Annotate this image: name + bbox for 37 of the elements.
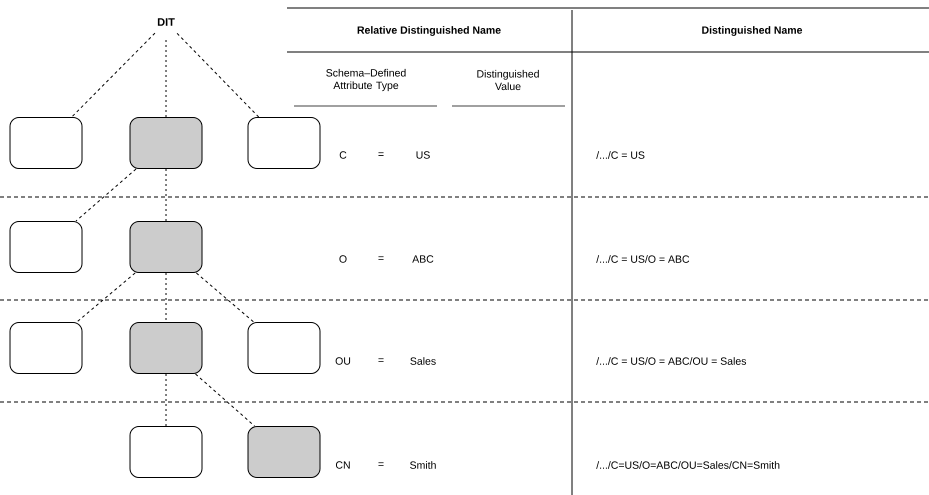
column-subheader: Distinguished Value	[477, 70, 539, 90]
attribute-value: ABC	[412, 255, 434, 263]
tree-connector	[196, 272, 254, 322]
equals-sign: =	[378, 462, 384, 466]
tree-connector	[76, 272, 136, 322]
attribute-type: CN	[336, 461, 350, 469]
column-header: Relative Distinguished Name	[358, 26, 501, 36]
tree-label: DIT	[158, 18, 175, 26]
attribute-value: Sales	[410, 357, 436, 365]
attribute-value: Smith	[410, 461, 436, 469]
equals-sign: =	[378, 358, 384, 362]
distinguished-name: /.../C=US/O=ABC/OU=Sales/CN=Smith	[596, 461, 780, 469]
entry-box	[10, 117, 83, 169]
entry-box	[130, 426, 202, 478]
equals-sign: =	[378, 152, 384, 156]
entry-box	[248, 322, 320, 374]
entry-box	[248, 426, 320, 478]
entry-box	[130, 221, 202, 273]
distinguished-name: /.../C = US	[596, 151, 644, 159]
column-subheader: Schema–Defined Attribute Type	[326, 68, 406, 92]
entry-box	[10, 322, 83, 374]
column-header: Distinguished Name	[702, 26, 802, 36]
entry-box	[130, 322, 202, 374]
attribute-value: US	[416, 151, 430, 159]
attribute-type: OU	[336, 357, 350, 365]
equals-sign: =	[378, 256, 384, 260]
distinguished-name: /.../C = US/O = ABC	[596, 255, 690, 263]
entry-box	[10, 221, 83, 273]
tree-connector	[76, 168, 137, 222]
tree-connector	[195, 374, 256, 426]
distinguished-name: /.../C = US/O = ABC/OU = Sales	[596, 357, 746, 365]
tree-connector	[71, 32, 156, 118]
entry-box	[130, 117, 202, 169]
entry-box	[248, 117, 320, 169]
tree-connector	[176, 32, 260, 118]
attribute-type: O	[339, 255, 347, 263]
attribute-type: C	[340, 151, 346, 159]
